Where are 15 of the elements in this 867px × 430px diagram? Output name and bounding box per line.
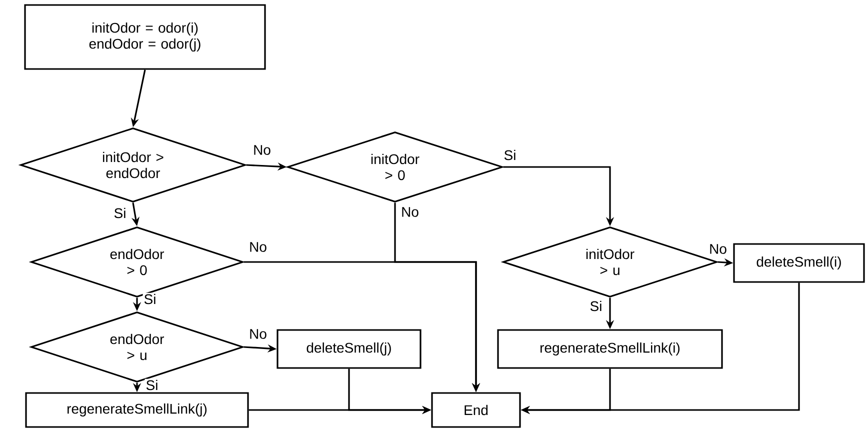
edge-label: Si: [502, 148, 518, 162]
process-box: End: [431, 392, 521, 428]
edge-label: Si: [112, 206, 128, 220]
process-box: deleteSmell(i): [733, 243, 865, 283]
edge-label: No: [248, 328, 268, 340]
edge-label: Si: [144, 378, 160, 392]
process-box: regenerateSmellLink(j): [25, 392, 249, 428]
edge-label: No: [400, 206, 420, 218]
process-box: regenerateSmellLink(i): [497, 329, 723, 369]
process-box: deleteSmell(j): [276, 329, 422, 369]
edge-label: Si: [142, 292, 158, 306]
edge-label: No: [252, 144, 272, 156]
process-box: initOdor = odor(i) endOdor = odor(j): [24, 4, 266, 70]
edge-label: Si: [588, 300, 604, 312]
edge-label: No: [248, 241, 268, 253]
